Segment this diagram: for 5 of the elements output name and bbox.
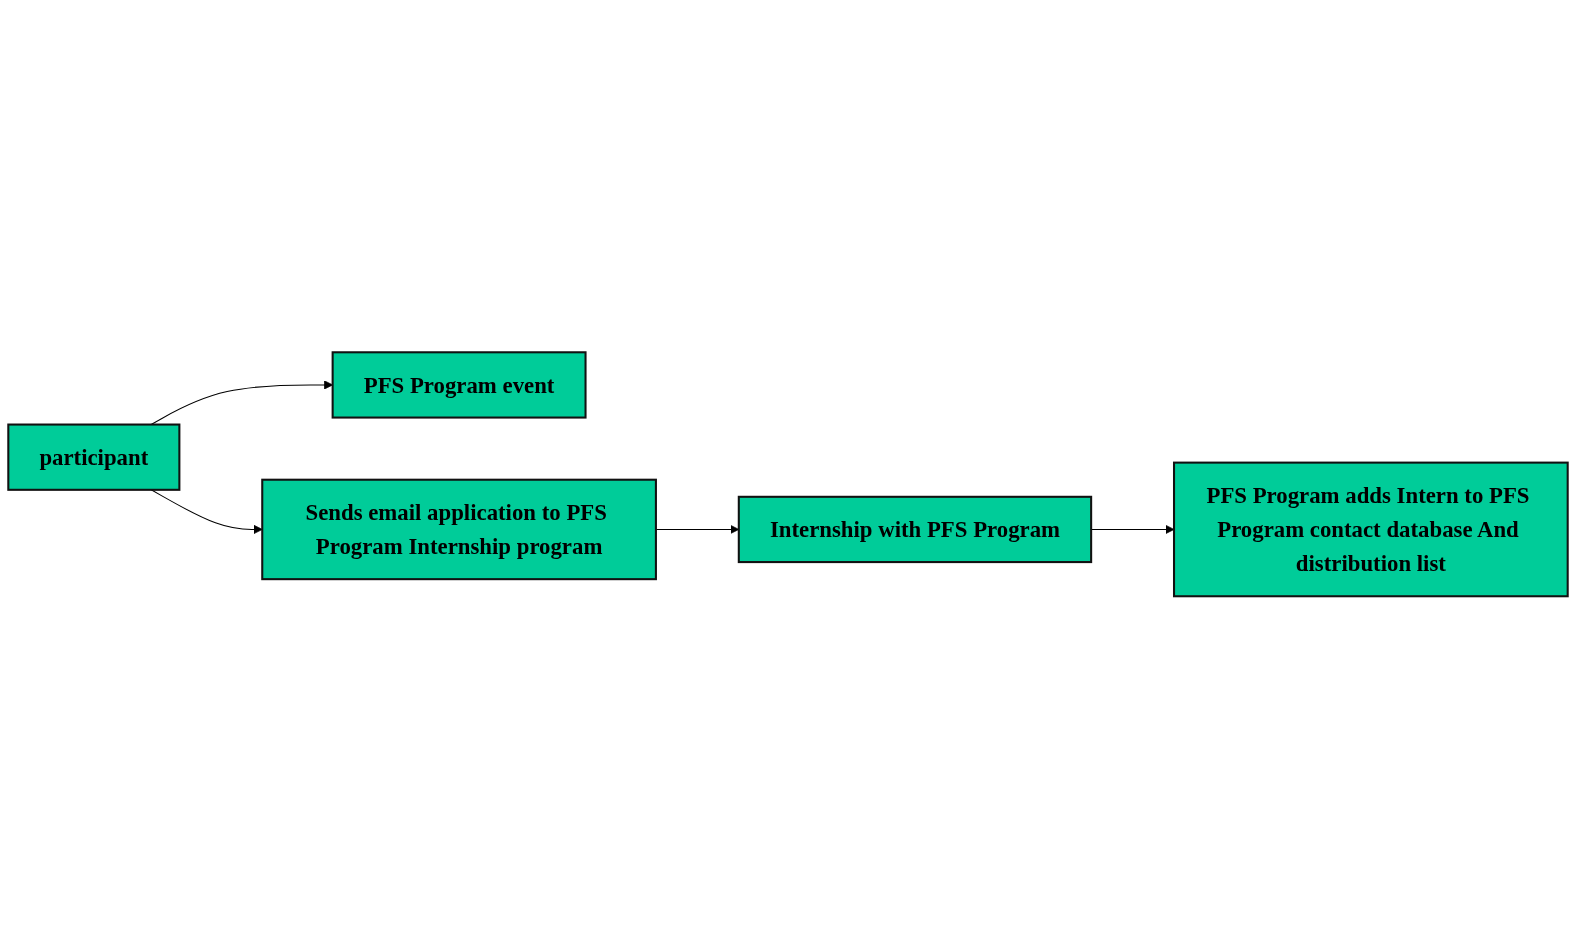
node-box: PFS Program adds Intern to PFS Program contact database And distribution list — [1173, 461, 1569, 597]
node-box: Internship with PFS Program — [737, 495, 1093, 563]
node-box: PFS Program event — [331, 350, 587, 419]
node-box: Sends email application to PFS Program Internship program — [261, 478, 657, 580]
node-box: participant — [7, 423, 181, 491]
